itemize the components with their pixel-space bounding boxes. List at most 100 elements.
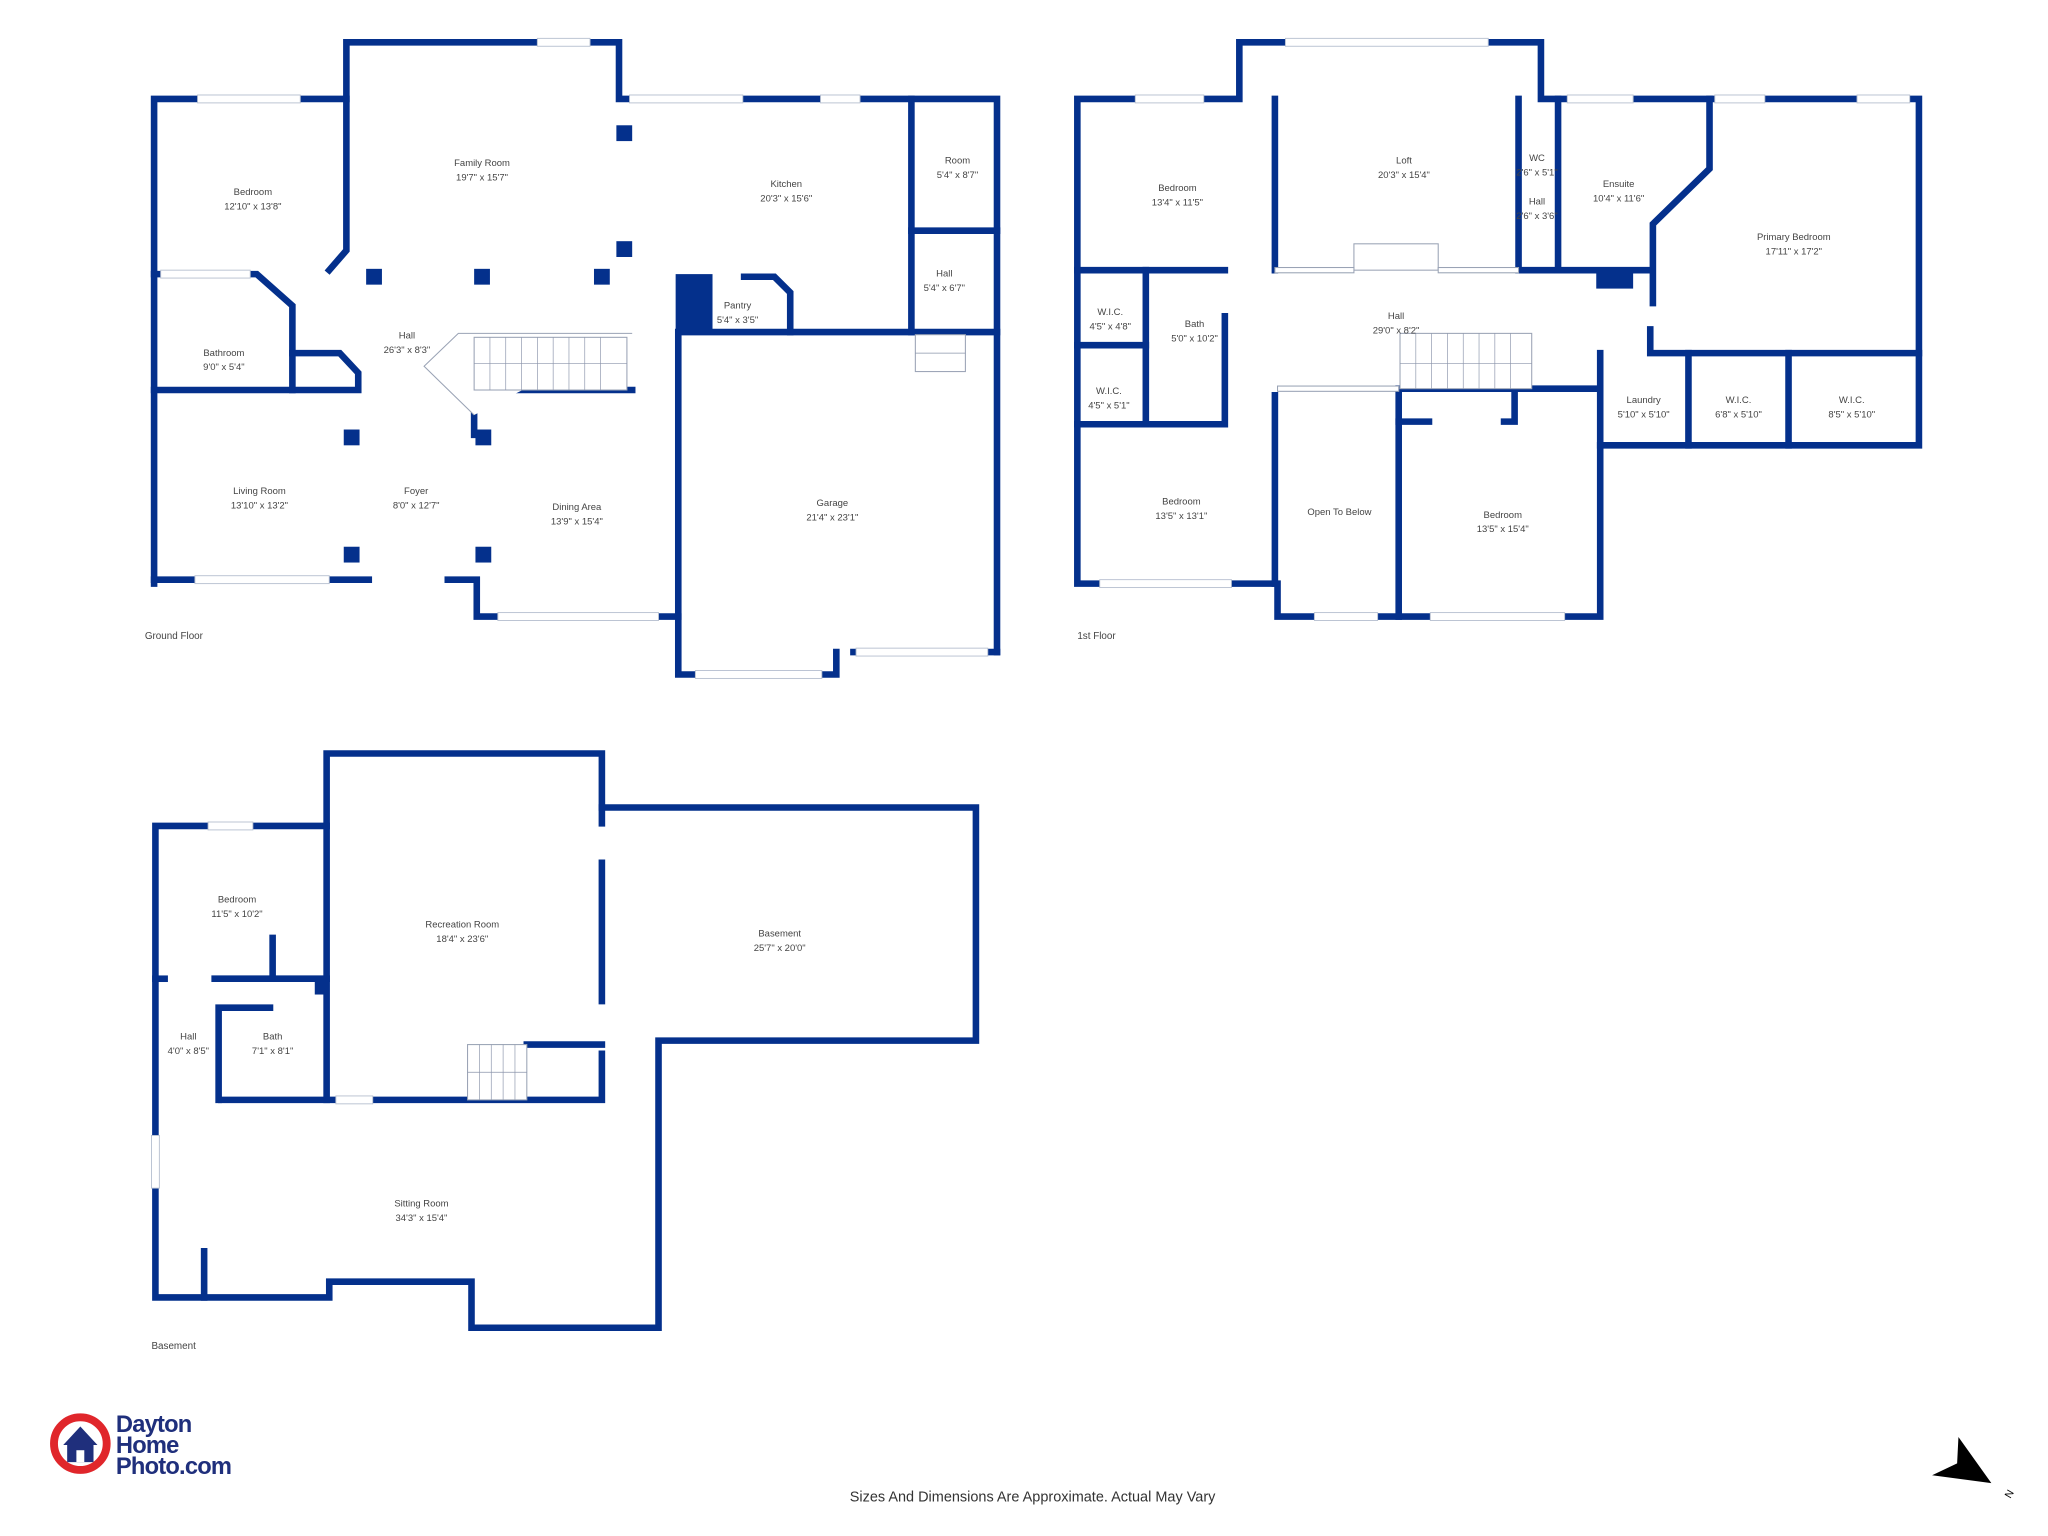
room-name: Bathroom <box>203 348 244 359</box>
room-label: Room 5'4" x 8'7" <box>937 155 978 180</box>
room-dimensions: 34'3" x 15'4" <box>395 1213 447 1224</box>
disclaimer-text: Sizes And Dimensions Are Approximate. Ac… <box>850 1490 1216 1506</box>
window <box>1429 612 1566 621</box>
first-floor-walls <box>1074 37 1923 621</box>
room-name: Bath <box>263 1031 282 1042</box>
room-dimensions: 25'7" x 20'0" <box>754 943 806 954</box>
room-dimensions: 10'4" x 11'6" <box>1593 194 1644 205</box>
room-dimensions: 20'3" x 15'4" <box>1378 170 1430 181</box>
room-label: Bedroom 11'5" x 10'2" <box>211 894 262 919</box>
room-name: Sitting Room <box>394 1199 448 1210</box>
ground-floor-walls <box>150 37 1001 679</box>
room-label: W.I.C. 4'5" x 5'1" <box>1088 386 1129 411</box>
room-name: Loft <box>1396 155 1412 166</box>
window <box>820 94 861 104</box>
room-label: W.I.C.8'5" x 5'10" <box>1828 395 1875 420</box>
room-dimensions: 5'4" x 3'5" <box>717 315 758 326</box>
room-name: Primary Bedroom <box>1757 232 1831 243</box>
window <box>1714 94 1766 104</box>
room-dimensions: 4'0" x 8'5" <box>168 1046 209 1057</box>
room-name: Bath <box>1185 319 1204 330</box>
window <box>207 821 254 831</box>
room-label: Pantry 5'4" x 3'5" <box>717 300 758 325</box>
room-name: Ensuite <box>1603 179 1635 190</box>
ground-floor-stairs <box>423 332 966 416</box>
room-dimensions: 17'11" x 17'2" <box>1766 246 1823 257</box>
room-dimensions: 13'5" x 13'1" <box>1155 511 1207 522</box>
room-dimensions: 21'4" x 23'1" <box>806 512 858 523</box>
room-dimensions: 13'4" x 11'5" <box>1152 198 1203 209</box>
window <box>1566 94 1634 104</box>
room-dimensions: 11'5" x 10'2" <box>211 909 262 920</box>
window <box>1099 579 1232 589</box>
logo-text-line1: Dayton <box>116 1412 192 1438</box>
room-label: Laundry 5'10" x 5'10" <box>1618 395 1670 420</box>
room-name: Garage <box>817 498 849 509</box>
room-name: Hall <box>1388 311 1404 322</box>
room-dimensions: 4'5" x 4'8" <box>1090 321 1131 332</box>
room-name: W.I.C. <box>1096 386 1122 397</box>
company-logo: Dayton Home Photo.com <box>50 1412 232 1480</box>
post-block <box>314 978 327 995</box>
room-dimensions: 26'3" x 8'3" <box>384 345 431 356</box>
chimney-block <box>1596 270 1634 289</box>
room-name: Open To Below <box>1307 507 1371 518</box>
room-dimensions: 4'5" x 5'1" <box>1088 400 1129 411</box>
basement-plan <box>150 750 980 1332</box>
first-floor-stairs <box>1274 243 1533 392</box>
room-dimensions: 5'10" x 5'10" <box>1618 410 1670 421</box>
room-dimensions: 9'0" x 5'4" <box>203 362 244 373</box>
room-name: Hall <box>399 331 415 342</box>
window <box>335 1095 374 1105</box>
room-label: Bedroom 12'10" x 13'8" <box>224 187 281 212</box>
room-label: Sitting Room 34'3" x 15'4" <box>394 1199 448 1224</box>
room-name: Living Room <box>233 486 286 497</box>
room-name: Bedroom <box>1158 183 1197 194</box>
ground-floor-columns <box>343 125 633 563</box>
room-label: W.I.C.6'8" x 5'10" <box>1715 395 1762 420</box>
room-name: Laundry <box>1627 395 1661 406</box>
room-dimensions: 2'6" x 5'1" <box>1516 167 1557 178</box>
room-name: Bedroom <box>234 187 273 198</box>
room-dimensions: 5'4" x 8'7" <box>937 170 978 181</box>
window <box>536 37 591 47</box>
room-name: Pantry <box>724 300 752 311</box>
room-label: Ensuite 10'4" x 11'6" <box>1593 179 1644 204</box>
room-label: WC2'6" x 5'1" <box>1516 153 1557 178</box>
room-dimensions: 8'5" x 5'10" <box>1828 410 1875 421</box>
basement-walls <box>150 750 980 1332</box>
room-label: Hall 4'0" x 8'5" <box>168 1031 209 1056</box>
room-dimensions: 2'6" x 3'6" <box>1516 211 1557 222</box>
room-name: W.I.C. <box>1097 307 1123 318</box>
window <box>497 612 659 621</box>
window <box>694 670 823 679</box>
room-name: Dining Area <box>552 502 602 513</box>
window <box>1856 94 1911 104</box>
room-dimensions: 12'10" x 13'8" <box>224 202 281 213</box>
logo-text-line3: Photo.com <box>116 1454 231 1480</box>
room-name: Hall <box>180 1031 196 1042</box>
window <box>160 269 251 279</box>
room-name: Family Room <box>454 158 510 169</box>
room-name: Bedroom <box>218 894 257 905</box>
room-name: W.I.C. <box>1726 395 1752 406</box>
room-name: Foyer <box>404 486 428 497</box>
room-label: Primary Bedroom 17'11" x 17'2" <box>1757 232 1831 257</box>
first-floor-plan <box>1074 37 1923 621</box>
window <box>197 94 301 104</box>
room-name: Room <box>945 155 970 166</box>
logo-text-line2: Home <box>116 1433 179 1459</box>
